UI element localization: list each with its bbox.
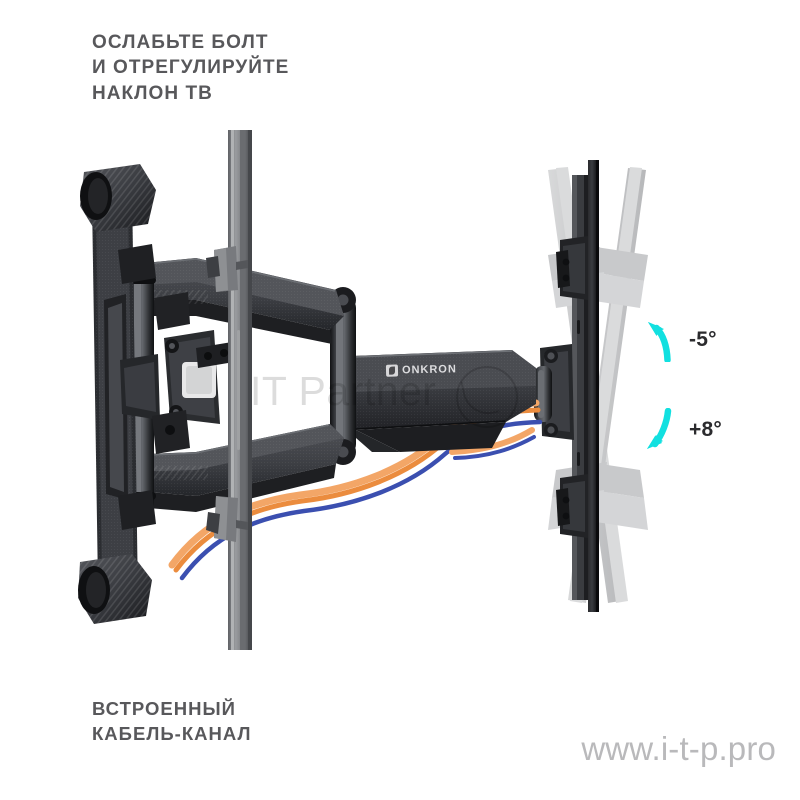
arrow-curved-up-icon <box>648 322 671 362</box>
tilt-down-annotation: +8° <box>645 408 722 452</box>
watermark-it-partner: IT Partner <box>250 368 437 414</box>
caption-loosen-bolt-adjust-tilt: ОСЛАБЬТЕ БОЛТ И ОТРЕГУЛИРУЙТЕ НАКЛОН ТВ <box>92 32 290 104</box>
watermark-site-url: www.i-t-p.pro <box>581 730 776 767</box>
mid-pivot-block <box>164 330 234 424</box>
caption-built-in-cable-channel: ВСТРОЕННЫЙ КАБЕЛЬ-КАНАЛ <box>92 698 252 744</box>
watermark-logo-ring <box>456 366 518 428</box>
arrow-curved-down-icon <box>647 408 672 449</box>
tilt-pivot-head <box>534 344 574 440</box>
tv-panel-edge-view <box>556 160 599 612</box>
tilt-up-annotation: -5° <box>645 318 717 362</box>
center-connector-hardware <box>152 292 190 454</box>
elbow-joint <box>330 287 356 465</box>
wall-plate <box>78 164 160 624</box>
tilt-up-label: -5° <box>689 328 717 351</box>
wall-rail-column <box>206 130 252 650</box>
tilt-down-label: +8° <box>689 418 722 441</box>
